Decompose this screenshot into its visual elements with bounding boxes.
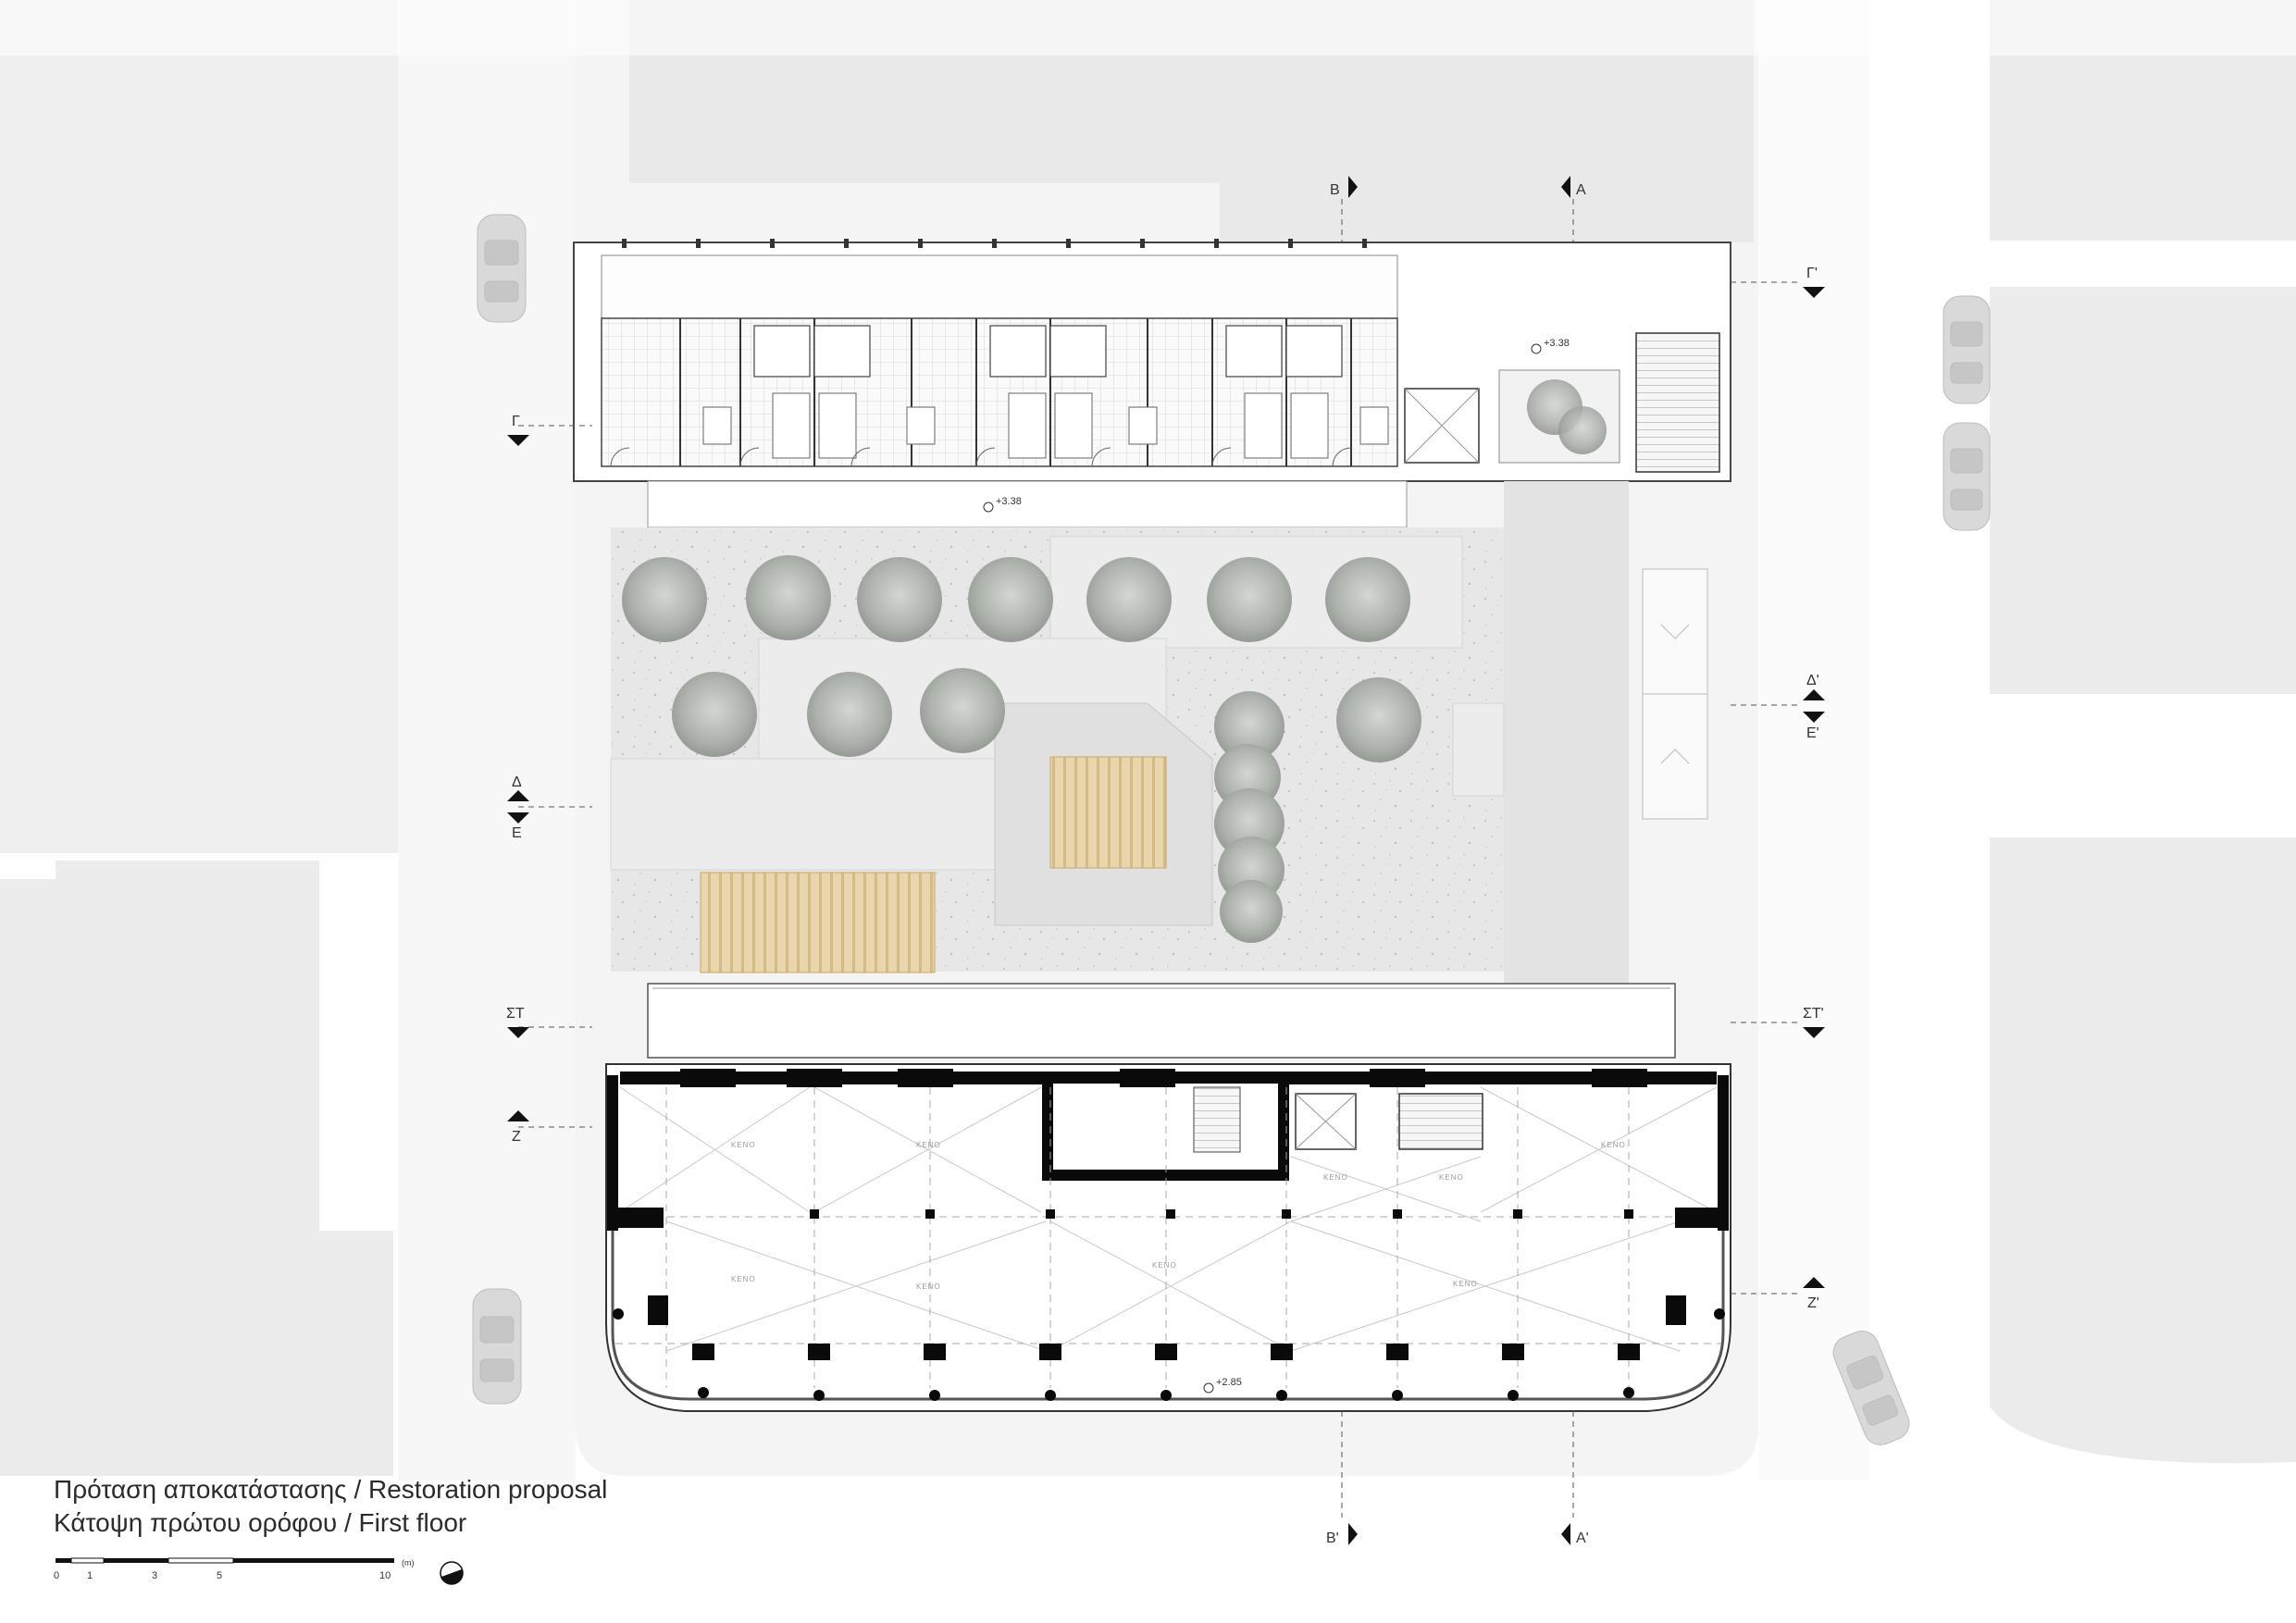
- section-label-st-prime: ΣΤ': [1803, 1006, 1824, 1022]
- car-icon: [477, 214, 527, 323]
- tree: [807, 672, 892, 757]
- section-arrow-icon: [507, 1110, 529, 1121]
- section-arrow-icon: [1803, 1027, 1825, 1038]
- south-building-outline: [605, 1063, 1731, 1412]
- courtyard-trees: [622, 555, 1421, 943]
- north-arrow-icon: [440, 1561, 464, 1585]
- void-label: ΚΕΝΟ: [1152, 1261, 1177, 1270]
- courtyard: [610, 480, 1708, 1059]
- section-label-st: ΣΤ: [506, 1006, 525, 1022]
- scale-tick: 1: [87, 1570, 93, 1581]
- cars: [472, 214, 1991, 1445]
- tree: [1220, 880, 1283, 943]
- tree: [1214, 691, 1285, 762]
- drawing-caption: Πρόταση αποκατάστασης / Restoration prop…: [54, 1473, 607, 1540]
- section-markers: [518, 199, 1800, 1518]
- south-building: ΚΕΝΟ ΚΕΝΟ ΚΕΝΟ ΚΕΝΟ ΚΕΝΟ ΚΕΝΟ ΚΕΝΟ ΚΕΝΟ …: [605, 1063, 1731, 1412]
- section-arrow-icon: [1561, 1523, 1570, 1545]
- section-label-z: Z: [512, 1129, 521, 1145]
- section-arrow-icon: [1803, 712, 1825, 723]
- tree: [1336, 677, 1421, 762]
- section-label-a-prime: A': [1576, 1530, 1589, 1546]
- tree: [746, 555, 831, 640]
- scale-unit: (m): [402, 1558, 415, 1567]
- void-label: ΚΕΝΟ: [1453, 1280, 1478, 1288]
- svg-text:+2.85: +2.85: [1216, 1377, 1242, 1388]
- gallery-north: [647, 480, 1408, 528]
- section-arrow-icon: [1803, 689, 1825, 700]
- section-label-e-prime: E': [1806, 725, 1819, 741]
- gallery-south: [647, 983, 1676, 1059]
- section-arrow-icon: [1348, 176, 1358, 198]
- street-right: [1758, 0, 1869, 1481]
- scale-bar: 0 1 3 5 10 (m): [54, 1557, 464, 1585]
- tree: [672, 672, 757, 757]
- section-label-a: A: [1576, 182, 1586, 198]
- section-arrow-icon: [1348, 1523, 1358, 1545]
- void-label: ΚΕΝΟ: [1439, 1173, 1464, 1182]
- elevation-tag-first-floor: +2.85: [1203, 1377, 1242, 1394]
- section-label-d: Δ: [512, 774, 522, 790]
- tree: [1207, 557, 1292, 642]
- void-label: ΚΕΝΟ: [916, 1141, 941, 1149]
- neighbor-block-left-lower: [0, 861, 393, 1476]
- section-label-z-prime: Z': [1807, 1295, 1819, 1311]
- section-label-b-prime: B': [1326, 1530, 1339, 1546]
- neighbor-block-left-upper: [0, 0, 398, 853]
- car-icon: [1942, 295, 1991, 404]
- void-label: ΚΕΝΟ: [731, 1141, 756, 1149]
- tree: [1325, 557, 1410, 642]
- void-label: ΚΕΝΟ: [731, 1275, 756, 1283]
- void-label: ΚΕΝΟ: [1323, 1173, 1348, 1182]
- caption-subtitle: Κάτοψη πρώτου ορόφου / First floor: [54, 1508, 467, 1537]
- svg-text:+3.38: +3.38: [996, 496, 1022, 507]
- north-corridor: [601, 254, 1398, 319]
- neighbor-block-top: [629, 0, 1754, 242]
- scale-tick: 10: [379, 1570, 391, 1581]
- tree: [857, 557, 942, 642]
- section-label-g-prime: Γ': [1806, 266, 1818, 281]
- void-label: ΚΕΝΟ: [1601, 1141, 1626, 1149]
- wood-deck-central: [1049, 756, 1167, 869]
- elevation-tag-terrace: +3.38: [1531, 338, 1570, 354]
- section-arrow-icon: [1561, 176, 1570, 198]
- section-label-b: B: [1330, 182, 1340, 198]
- scale-tick: 5: [217, 1570, 222, 1581]
- svg-text:+3.38: +3.38: [1544, 338, 1570, 349]
- wood-deck-south: [700, 872, 936, 973]
- void-label: ΚΕΝΟ: [916, 1282, 941, 1291]
- elevation-tags: +3.38 +3.38 +2.85: [983, 338, 1570, 1394]
- tree: [920, 668, 1005, 753]
- south-stair: [1193, 1086, 1241, 1153]
- north-wing: [573, 239, 1731, 482]
- tree: [622, 557, 707, 642]
- neighbor-block-right-mid: [1990, 287, 2296, 694]
- car-icon: [472, 1288, 522, 1405]
- section-label-d-prime: Δ': [1806, 673, 1819, 688]
- tree: [1086, 557, 1172, 642]
- section-arrow-icon: [507, 790, 529, 801]
- section-arrow-icon: [507, 435, 529, 446]
- section-labels: B A B' A' Γ Γ' Δ E Δ' E' ΣΤ ΣΤ' Z Z': [506, 182, 1824, 1546]
- section-label-e: E: [512, 825, 522, 841]
- tree: [968, 557, 1053, 642]
- scale-tick: 0: [54, 1570, 59, 1581]
- section-arrow-icon: [507, 812, 529, 824]
- section-arrow-icon: [1803, 1277, 1825, 1288]
- neighbor-block-right-upper: [1990, 0, 2296, 241]
- scale-tick: 3: [152, 1570, 157, 1581]
- elevation-tag-courtyard: +3.38: [983, 496, 1022, 513]
- south-stair-2: [1398, 1093, 1483, 1150]
- caption-title: Πρόταση αποκατάστασης / Restoration prop…: [54, 1475, 608, 1504]
- north-stair: [1635, 332, 1720, 473]
- section-arrow-icon: [507, 1027, 529, 1038]
- east-passage: [1504, 481, 1629, 990]
- neighbor-block-right-lower: [1990, 837, 2296, 1464]
- car-icon: [1832, 1331, 1910, 1445]
- car-icon: [1942, 422, 1991, 531]
- section-label-g: Γ: [512, 414, 520, 429]
- section-arrow-icon: [1803, 287, 1825, 298]
- section-marker-heads: [507, 176, 1825, 1545]
